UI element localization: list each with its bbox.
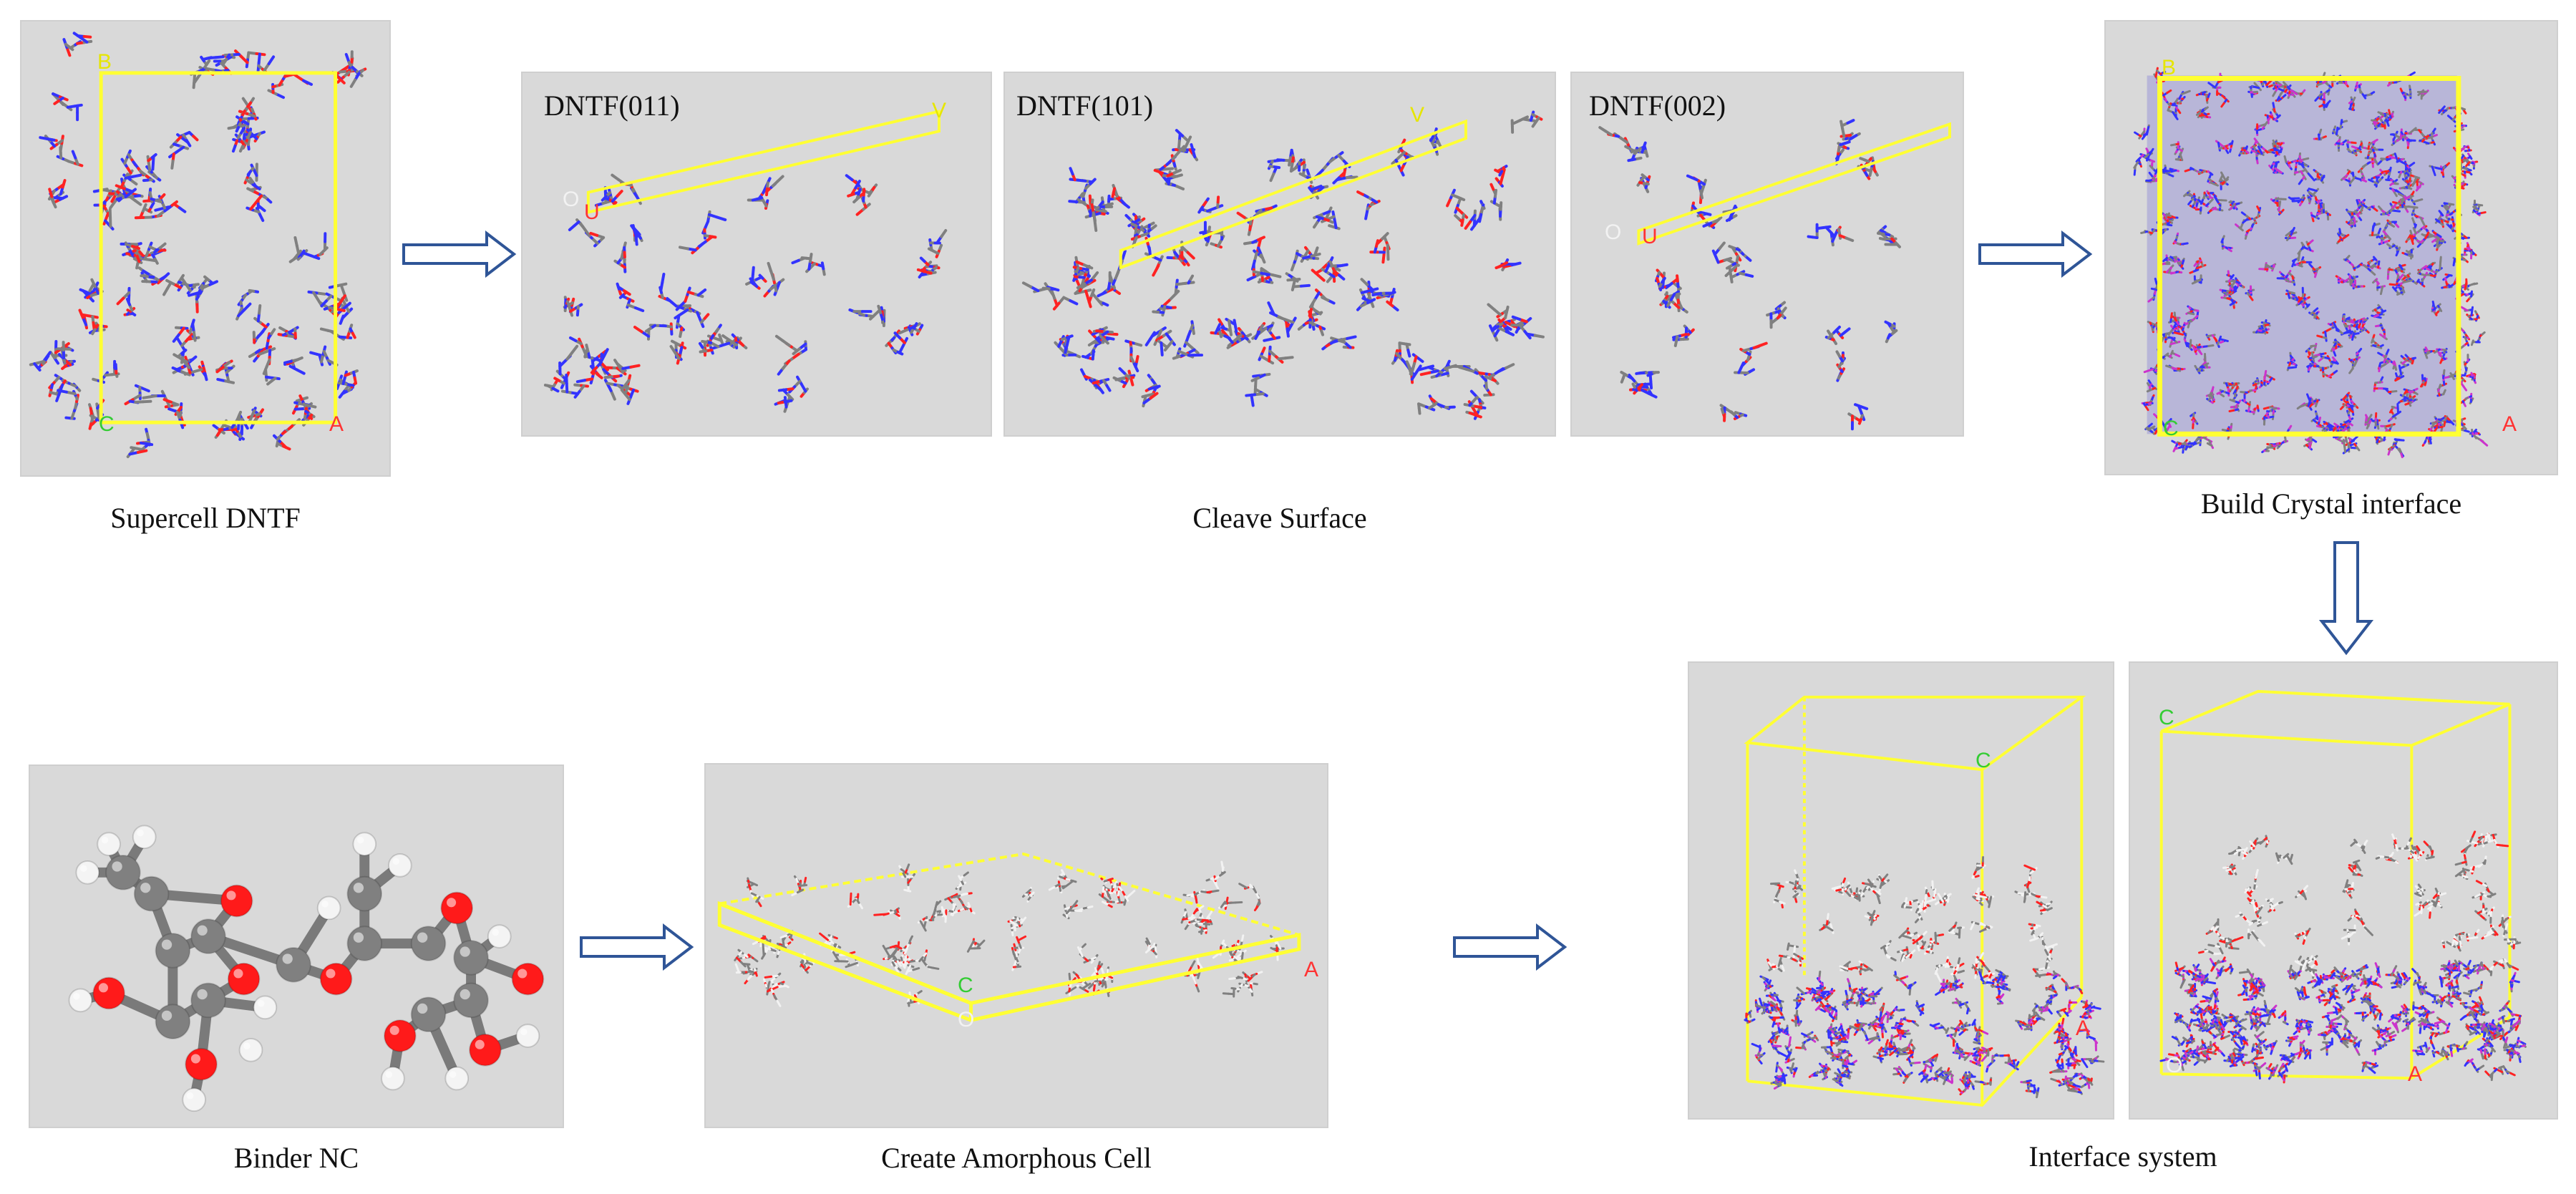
amorphous-axis-a: A <box>1304 958 1319 981</box>
amorphous-axis-c: C <box>958 974 973 997</box>
cleave-panel-002: DNTF(002) O U <box>1570 72 1964 437</box>
cleave-panel-101: DNTF(101) V <box>1003 72 1556 437</box>
crystal-interface-panel: B C A <box>2104 20 2558 475</box>
cleave-002-structure <box>1598 119 1951 431</box>
supercell-panel: B C A <box>20 20 391 477</box>
arrow-down-icon <box>2319 541 2373 656</box>
crystal-interface-caption: Build Crystal interface <box>2200 487 2462 520</box>
cleave-002-axis-o: O <box>1605 220 1622 244</box>
cleave-011-label: DNTF(011) <box>544 89 680 122</box>
supercell-caption: Supercell DNTF <box>110 502 301 534</box>
cleave-002-axis-u: U <box>1642 225 1658 248</box>
cleave-011-axis-o: O <box>563 188 580 211</box>
interface-2-structure <box>2159 689 2527 1084</box>
binder-molecule <box>68 825 545 1112</box>
crystal-interface-structure <box>2133 67 2489 459</box>
arrow-right-icon <box>402 230 517 278</box>
cleave-101-structure <box>1021 110 1545 420</box>
cleave-011-structure <box>543 110 948 413</box>
supercell-axis-b: B <box>97 50 112 74</box>
interface-2-axis-a: A <box>2408 1062 2423 1086</box>
crystal-axis-c: C <box>2163 417 2179 440</box>
interface-1-axis-a: A <box>2076 1016 2091 1040</box>
amorphous-caption: Create Amorphous Cell <box>881 1142 1152 1174</box>
interface-1-axis-c: C <box>1975 749 1991 772</box>
cleave-002-label: DNTF(002) <box>1589 89 1726 122</box>
amorphous-structure <box>717 852 1301 1022</box>
crystal-axis-b: B <box>2162 56 2177 79</box>
interface-system-panel-2: C O A <box>2129 661 2558 1120</box>
interface-system-caption: Interface system <box>2028 1140 2217 1173</box>
interface-1-structure <box>1744 695 2105 1107</box>
interface-2-axis-c: C <box>2159 706 2174 729</box>
crystal-axis-a: A <box>2502 412 2517 436</box>
supercell-axis-c: C <box>99 412 115 436</box>
interface-system-panel-1: C A <box>1688 661 2114 1120</box>
supercell-axis-a: A <box>329 412 344 436</box>
cleave-caption: Cleave Surface <box>1192 502 1367 534</box>
cleave-101-label: DNTF(101) <box>1016 89 1154 122</box>
interface-2-axis-o: O <box>2166 1054 2183 1077</box>
supercell-structure <box>29 31 367 459</box>
cleave-011-axis-u: U <box>584 200 600 224</box>
binder-caption: Binder NC <box>233 1142 359 1174</box>
cleave-panel-011: DNTF(011) O U V <box>521 72 992 437</box>
cleave-011-axis-v: V <box>932 99 947 122</box>
arrow-right-icon <box>580 923 694 971</box>
amorphous-axis-o: O <box>958 1008 975 1032</box>
amorphous-panel: C O A <box>704 763 1328 1128</box>
cleave-101-axis-v: V <box>1410 103 1425 127</box>
binder-panel <box>29 765 564 1128</box>
arrow-right-icon <box>1453 923 1568 971</box>
arrow-right-icon <box>1978 230 2093 278</box>
